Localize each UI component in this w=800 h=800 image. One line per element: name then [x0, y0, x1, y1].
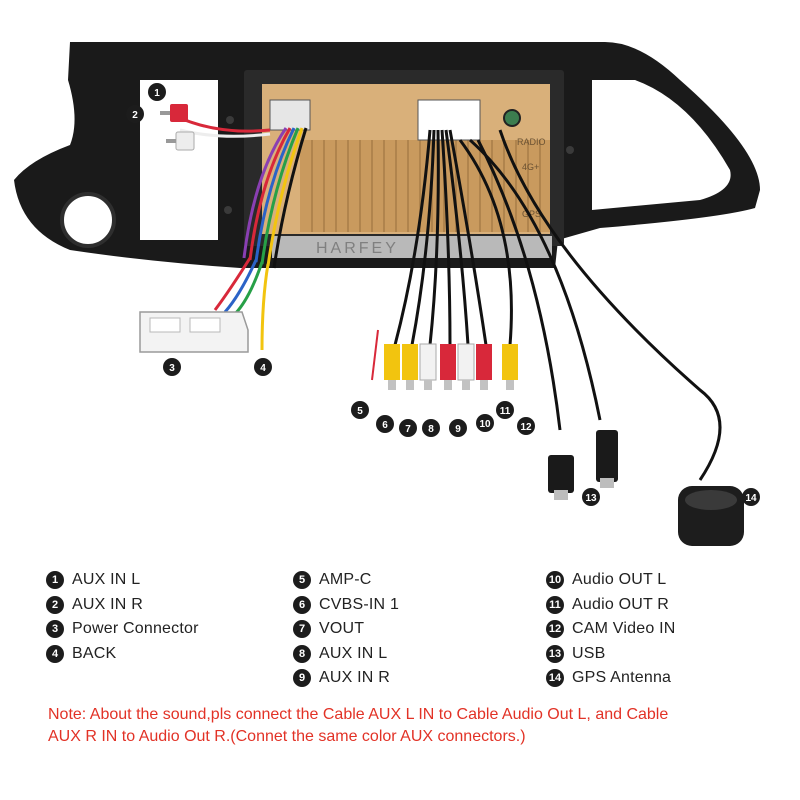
legend-label: Power Connector: [72, 620, 199, 638]
svg-text:6: 6: [382, 420, 388, 431]
legend-item: 14 GPS Antenna: [546, 666, 675, 691]
legend-item: 12 CAM Video IN: [546, 617, 675, 642]
callout-3: 3: [163, 358, 181, 376]
svg-text:8: 8: [428, 424, 434, 435]
port-label-gps: GPS: [522, 209, 541, 219]
legend-label: AUX IN R: [319, 669, 390, 687]
legend-label: CVBS-IN 1: [319, 595, 400, 613]
svg-text:5: 5: [357, 406, 363, 417]
legend-label: VOUT: [319, 620, 365, 638]
legend-number-badge: 3: [46, 620, 64, 639]
legend-number-badge: 13: [546, 644, 564, 663]
callout-11: 11: [496, 401, 514, 419]
svg-text:1: 1: [154, 88, 160, 99]
svg-text:11: 11: [500, 406, 511, 417]
usb-connectors: [548, 430, 618, 500]
legend-item: 1 AUX IN L: [46, 568, 199, 593]
callout-9: 9: [449, 419, 467, 437]
legend-number-badge: 4: [46, 644, 64, 663]
svg-text:3: 3: [169, 363, 175, 374]
callout-1: 1: [148, 83, 166, 101]
sound-connection-note: Note: About the sound,pls connect the Ca…: [48, 704, 778, 748]
callout-5: 5: [351, 401, 369, 419]
note-line-1: Note: About the sound,pls connect the Ca…: [48, 706, 669, 723]
power-connector-plug: [139, 311, 249, 353]
gps-antenna: [678, 486, 744, 546]
legend-label: USB: [572, 644, 606, 662]
callout-6: 6: [376, 415, 394, 433]
legend-label: CAM Video IN: [572, 620, 676, 638]
legend-number-badge: 7: [293, 620, 311, 639]
legend-label: AUX IN L: [319, 644, 388, 662]
aux-in-rca-left: [160, 104, 195, 151]
legend-label: Audio OUT R: [572, 595, 670, 613]
legend-item: 2 AUX IN R: [46, 593, 199, 618]
legend-label: Audio OUT L: [572, 571, 667, 589]
port-label-radio: RADIO: [517, 137, 546, 147]
wiring-diagram-illustration: HARFEY RADIO 4G+ GPS: [14, 42, 760, 546]
legend-number-badge: 10: [546, 571, 564, 590]
svg-text:13: 13: [585, 493, 597, 504]
legend-item: 4 BACK: [46, 642, 199, 667]
callout-7: 7: [399, 419, 417, 437]
svg-text:10: 10: [479, 419, 491, 430]
svg-text:7: 7: [405, 424, 411, 435]
note-line-2: AUX R IN to Audio Out R.(Connet the same…: [48, 728, 526, 745]
legend-item: 3 Power Connector: [46, 617, 199, 642]
unit-brand-text: HARFEY: [316, 240, 399, 257]
svg-text:14: 14: [745, 493, 757, 504]
legend-number-badge: 2: [46, 595, 64, 614]
legend-item: 11 Audio OUT R: [546, 593, 675, 618]
svg-text:9: 9: [455, 424, 461, 435]
legend-number-badge: 1: [46, 571, 64, 590]
legend-column-2: 5 AMP-C 6 CVBS-IN 1 7 VOUT 8 AUX IN L 9 AUX I…: [293, 568, 399, 691]
legend-item: 7 VOUT: [293, 617, 399, 642]
legend-label: BACK: [72, 644, 117, 662]
callout-8: 8: [422, 419, 440, 437]
svg-text:12: 12: [520, 422, 532, 433]
svg-text:4: 4: [260, 363, 266, 374]
legend-label: AUX IN L: [72, 571, 141, 589]
callout-2: 2: [126, 105, 144, 123]
rca-plugs: [371, 329, 518, 390]
head-unit-back: HARFEY RADIO 4G+ GPS: [244, 70, 564, 258]
legend-column-1: 1 AUX IN L 2 AUX IN R 3 Power Connector 4 BA…: [46, 568, 199, 666]
legend-number-badge: 8: [293, 644, 311, 663]
rca-cable-bundle: [393, 129, 722, 481]
callout-badges: 1 2 3 4 5 6 7 8 9 10 11 12 13 14: [126, 83, 760, 506]
legend-number-badge: 11: [546, 595, 564, 614]
legend-label: GPS Antenna: [572, 669, 672, 687]
legend-column-3: 10 Audio OUT L 11 Audio OUT R 12 CAM Video …: [546, 568, 675, 691]
callout-10: 10: [476, 414, 494, 432]
callout-4: 4: [254, 358, 272, 376]
callout-12: 12: [517, 417, 535, 435]
port-label-4g: 4G+: [522, 162, 539, 172]
legend-label: AMP-C: [319, 571, 372, 589]
callout-14: 14: [742, 488, 760, 506]
legend-number-badge: 5: [293, 571, 311, 590]
svg-text:2: 2: [132, 110, 138, 121]
legend-item: 10 Audio OUT L: [546, 568, 675, 593]
legend-item: 6 CVBS-IN 1: [293, 593, 399, 618]
legend-number-badge: 12: [546, 620, 564, 639]
callout-13: 13: [582, 488, 600, 506]
legend-number-badge: 9: [293, 669, 311, 688]
legend-number-badge: 6: [293, 595, 311, 614]
legend-item: 9 AUX IN R: [293, 666, 399, 691]
legend-item: 5 AMP-C: [293, 568, 399, 593]
legend-number-badge: 14: [546, 669, 564, 688]
legend-item: 8 AUX IN L: [293, 642, 399, 667]
legend-label: AUX IN R: [72, 595, 143, 613]
legend-item: 13 USB: [546, 642, 675, 667]
